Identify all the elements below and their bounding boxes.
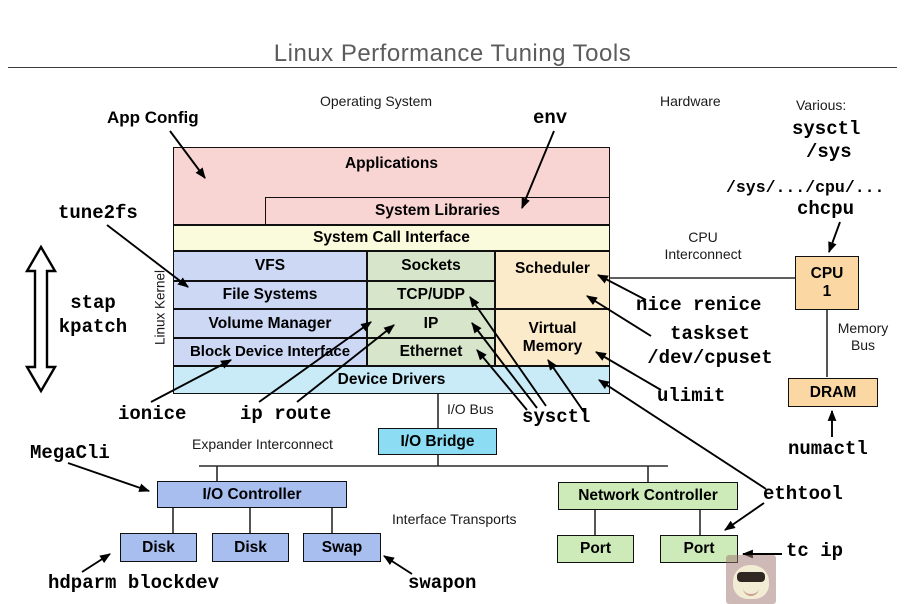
diagram-title: Linux Performance Tuning Tools [273,40,632,67]
box-system-call-interface: System Call Interface [173,225,610,251]
box-io-controller: I/O Controller [157,481,347,508]
box-port-2-label: Port [683,540,715,558]
box-file-systems-label: File Systems [222,286,318,304]
box-block-device-interface-label: Block Device Interface [189,343,351,361]
tool-env: env [533,107,568,129]
box-port-1-label: Port [580,540,611,558]
tool-numactl: numactl [788,438,868,460]
box-ip-label: IP [423,314,439,332]
arrow-chcpu [828,221,841,254]
box-device-drivers-label: Device Drivers [337,371,446,389]
box-disk-2: Disk [212,533,289,562]
tool-megacli: MegaCli [30,442,110,464]
box-system-call-interface-label: System Call Interface [313,229,470,247]
arrow-hdparm-blockdev [81,553,111,573]
section-various: Various: [796,97,847,113]
box-cpu: CPU 1 [795,256,859,310]
box-disk-1: Disk [120,533,197,562]
box-scheduler: Scheduler [495,251,610,309]
box-ethernet: Ethernet [367,338,495,366]
tool-swapon: swapon [408,572,477,594]
tool-stap-kpatch: stap kpatch [58,292,128,338]
box-tcp-udp-label: TCP/UDP [396,286,466,304]
tool-ionice: ionice [118,403,187,425]
tool-ethtool: ethtool [763,483,843,505]
tool-ip-route: ip route [240,403,332,425]
label-cpu-interconnect: CPU Interconnect [664,229,742,262]
box-virtual-memory: Virtual Memory [495,309,610,366]
box-cpu-label: CPU [810,265,844,283]
tool-hdparm-blockdev: hdparm blockdev [48,572,220,594]
box-vfs: VFS [173,251,367,281]
label-linux-kernel: Linux Kernel [152,269,168,346]
box-ip: IP [367,309,495,338]
box-dram: DRAM [788,378,878,407]
box-swap: Swap [303,533,381,562]
box-system-libraries-label: System Libraries [375,202,500,220]
tool-ulimit: ulimit [657,385,726,407]
box-port-2: Port [660,535,738,563]
box-swap-label: Swap [321,538,363,556]
box-volume-manager: Volume Manager [173,309,367,338]
title-divider [8,67,897,68]
box-sockets-label: Sockets [401,257,461,275]
section-hardware: Hardware [660,93,721,109]
box-io-controller-label: I/O Controller [202,485,302,503]
box-network-controller: Network Controller [558,482,738,510]
box-block-device-interface: Block Device Interface [173,338,367,366]
box-ethernet-label: Ethernet [399,343,463,361]
box-vfs-label: VFS [254,257,286,275]
box-virtual-memory-label: Virtual Memory [522,319,583,355]
box-network-controller-label: Network Controller [578,487,718,505]
tool-sys-various: /sys [806,141,852,163]
box-system-libraries: System Libraries [265,197,610,225]
tool-tune2fs: tune2fs [58,202,138,224]
box-disk-1-label: Disk [142,538,175,556]
box-applications-label: Applications [344,155,438,172]
box-sockets: Sockets [367,251,495,281]
box-volume-manager-label: Volume Manager [208,314,332,332]
label-interface-transports: Interface Transports [392,511,517,527]
watermark-face-icon [733,565,769,599]
box-file-systems: File Systems [173,281,367,309]
box-port-1: Port [557,535,634,563]
box-tcp-udp: TCP/UDP [367,281,495,309]
tool-sysctl: sysctl [522,406,591,428]
tool-tc-ip: tc ip [786,540,844,562]
arrow-megacli [67,462,151,492]
tool-app-config: App Config [107,108,199,127]
box-dram-label: DRAM [809,383,857,401]
label-io-bus: I/O Bus [447,401,494,417]
box-disk-2-label: Disk [234,538,267,556]
tool-sys-cpu-path: /sys/.../cpu/... [726,178,885,197]
box-cpu-number: 1 [822,283,832,300]
watermark-logo [726,555,776,604]
box-io-bridge-label: I/O Bridge [400,432,475,450]
section-operating-system: Operating System [320,93,433,109]
tool-sysctl-various: sysctl [792,118,861,140]
box-io-bridge: I/O Bridge [378,428,497,455]
tool-chcpu: chcpu [797,198,855,220]
tool-taskset-cpuset: taskset /dev/cpuset [647,323,773,369]
box-device-drivers: Device Drivers [173,366,610,394]
label-memory-bus: Memory Bus [837,320,889,353]
box-scheduler-label: Scheduler [515,260,590,277]
label-expander-interconnect: Expander Interconnect [192,436,333,452]
tool-nice-renice: nice renice [636,294,762,316]
